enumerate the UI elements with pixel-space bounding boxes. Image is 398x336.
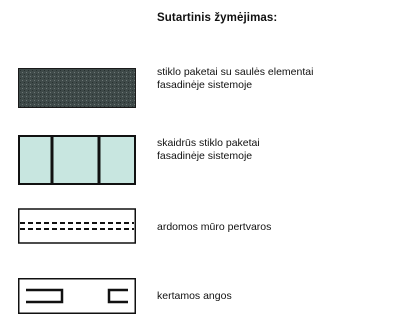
clear-glass-label: skaidrūs stiklo paketai fasadinėje siste… (157, 137, 260, 162)
legend-title: Sutartinis žymėjimas: (157, 12, 278, 24)
demolished-partitions-label: ardomos mūro pertvaros (157, 221, 272, 233)
solar-glass-label: stiklo paketai su saulės elementai fasad… (157, 66, 314, 91)
demolished-partitions-swatch (18, 208, 136, 244)
cut-openings-label: kertamos angos (157, 290, 232, 302)
solar-glass-swatch (18, 68, 136, 108)
cut-openings-swatch (18, 278, 136, 314)
clear-glass-swatch (18, 135, 136, 185)
